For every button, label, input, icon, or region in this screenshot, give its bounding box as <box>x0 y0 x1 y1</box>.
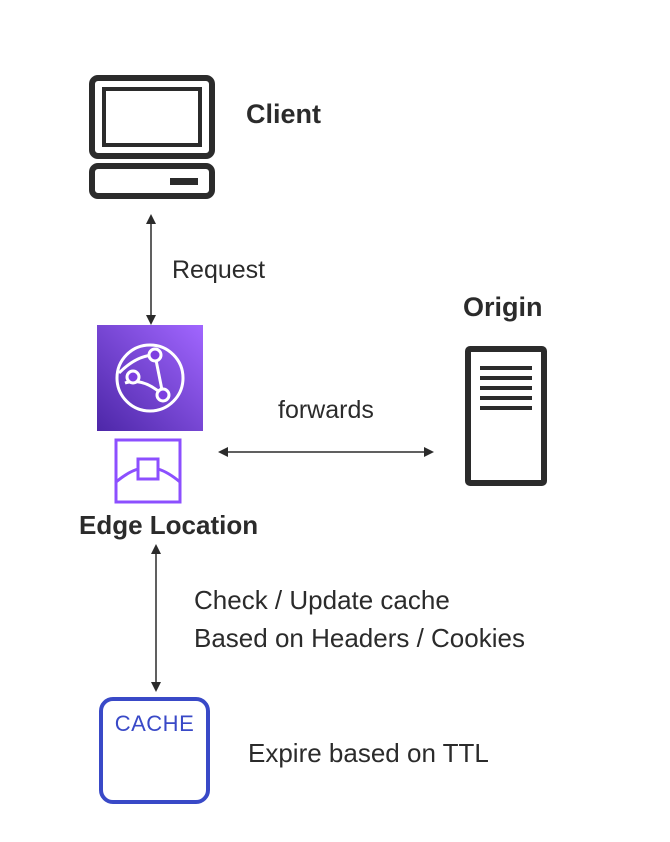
cache-label: CACHE <box>114 711 195 736</box>
cache-box: CACHE <box>99 697 210 804</box>
check-cache-label: Check / Update cache <box>194 585 450 615</box>
server-icon <box>465 346 547 486</box>
edge-location-label: Edge Location <box>79 510 259 540</box>
client-label: Client <box>246 99 322 129</box>
edge-location-icon <box>114 438 182 504</box>
cloudfront-icon <box>97 325 203 431</box>
laptop-icon <box>89 75 215 199</box>
origin-label: Origin <box>463 292 543 322</box>
expire-ttl-label: Expire based on TTL <box>248 738 489 768</box>
request-label: Request <box>172 256 266 284</box>
forwards-label: forwards <box>278 396 374 424</box>
headers-cookies-label: Based on Headers / Cookies <box>194 623 525 653</box>
